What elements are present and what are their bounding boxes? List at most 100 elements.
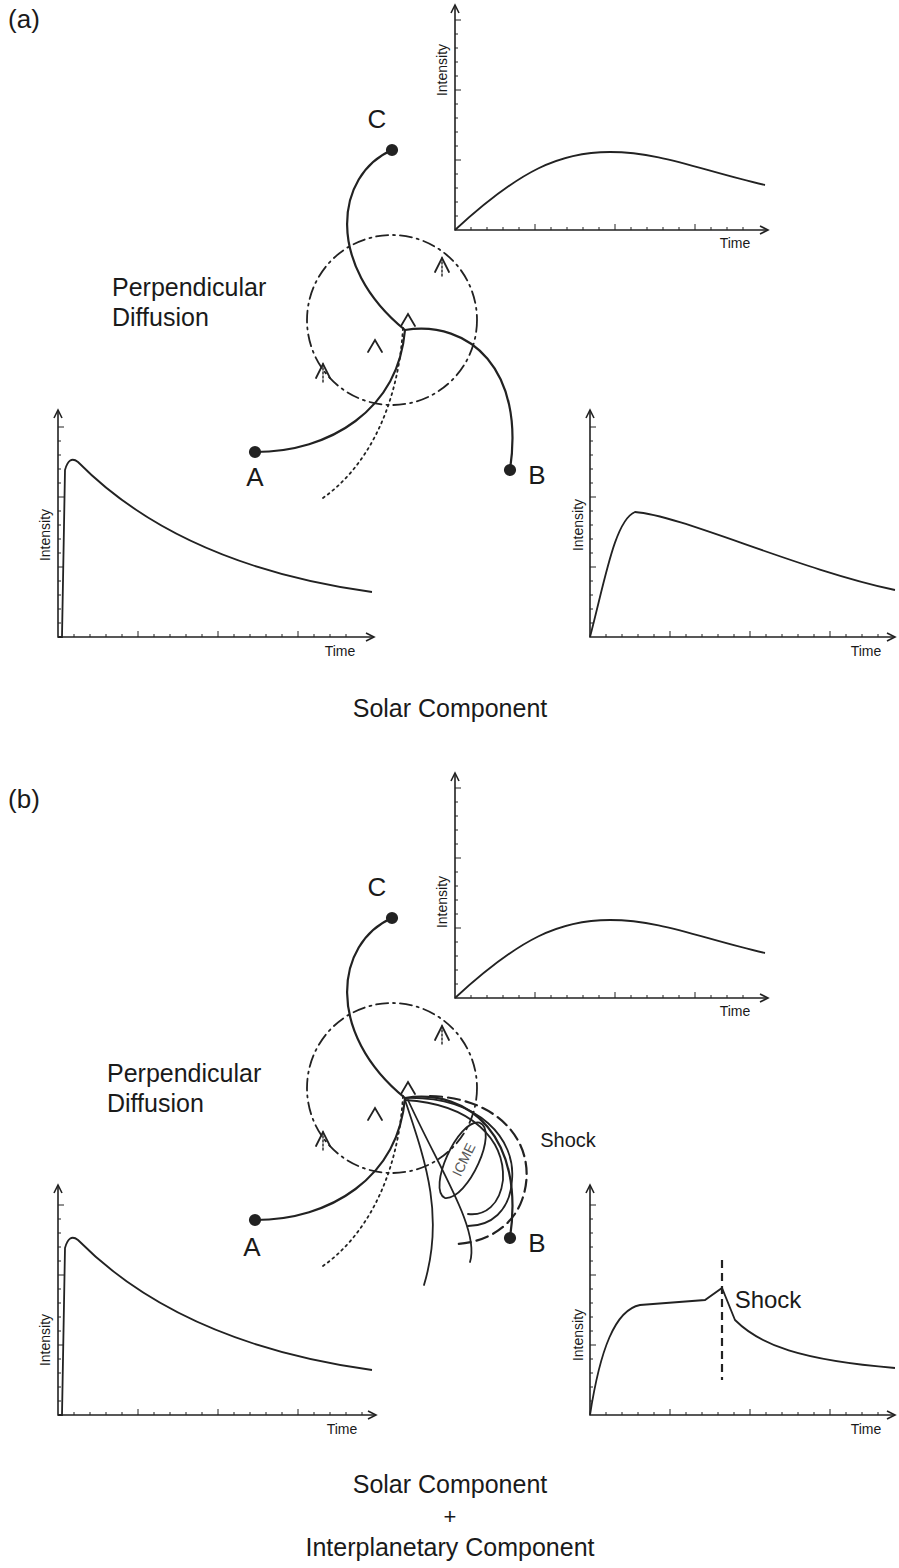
axis-tick	[686, 634, 687, 637]
axis-tick	[58, 1205, 64, 1206]
axis-tick	[106, 634, 107, 637]
axis-arrowhead	[368, 1411, 376, 1419]
axis-tick	[590, 511, 593, 512]
axis-tick	[798, 1412, 799, 1415]
axis-tick	[186, 634, 187, 637]
shock-label: Shock	[735, 1286, 802, 1315]
axis-tick	[58, 1219, 61, 1220]
axis-tick	[58, 623, 61, 624]
axis-tick	[58, 567, 64, 568]
axis-label: Intensity	[434, 876, 451, 928]
axis-tick	[74, 634, 75, 637]
axis-tick	[455, 104, 458, 105]
axis-tick	[878, 1412, 879, 1415]
axis-tick	[455, 202, 458, 203]
axis-tick	[58, 1303, 61, 1304]
axis-tick	[455, 802, 458, 803]
axis-tick	[590, 1345, 596, 1346]
intensity-curve	[58, 1238, 372, 1415]
axis-tick	[202, 634, 203, 637]
axis-arrowhead	[586, 410, 594, 418]
process-label: Perpendicular Diffusion	[112, 272, 312, 332]
axis-tick	[727, 995, 728, 998]
axis-tick	[298, 1409, 299, 1415]
axis-arrowhead	[887, 633, 895, 641]
axis-arrowhead	[451, 5, 459, 13]
axis-label: Time	[720, 235, 751, 252]
axis-tick	[590, 1275, 596, 1276]
axis-arrowhead	[760, 994, 768, 1002]
icme-region: ICME	[423, 1112, 501, 1212]
observer-label: B	[528, 1228, 545, 1259]
axis-tick	[266, 1412, 267, 1415]
chart-axes	[54, 5, 895, 1419]
axis-tick	[638, 634, 639, 637]
axis-tick	[455, 816, 458, 817]
axis-tick	[846, 1412, 847, 1415]
axis-tick	[282, 634, 283, 637]
axis-tick	[455, 132, 458, 133]
axis-tick	[455, 48, 458, 49]
axis-tick	[702, 1412, 703, 1415]
axis-tick	[862, 634, 863, 637]
intensity-curve	[455, 152, 765, 230]
axis-tick	[615, 224, 616, 230]
axis-tick	[455, 886, 458, 887]
axis-tick	[711, 227, 712, 230]
axis-tick	[567, 995, 568, 998]
axis-tick	[58, 1331, 61, 1332]
axis-tick	[631, 227, 632, 230]
plus-sign: +	[444, 1504, 457, 1530]
axis-tick	[615, 992, 616, 998]
axis-label: Intensity	[570, 499, 587, 551]
axis-tick	[663, 227, 664, 230]
intensity-curve	[58, 460, 372, 637]
axis-tick	[58, 1373, 61, 1374]
axis-tick	[590, 1261, 593, 1262]
flux-rope-line	[405, 1098, 512, 1226]
axis-tick	[647, 995, 648, 998]
shock-marker	[721, 1260, 723, 1380]
axis-tick	[455, 216, 458, 217]
axis-tick	[314, 1412, 315, 1415]
axis-tick	[718, 634, 719, 637]
axis-tick	[58, 539, 61, 540]
axis-label: Intensity	[570, 1309, 587, 1361]
axis-tick	[58, 1233, 61, 1234]
axis-tick	[90, 1412, 91, 1415]
axis-tick	[734, 634, 735, 637]
axis-tick	[670, 1409, 671, 1415]
axis-tick	[590, 1401, 593, 1402]
axis-tick	[106, 1412, 107, 1415]
panel-b-illustration	[250, 913, 515, 1268]
axis-tick	[590, 1205, 596, 1206]
axis-tick	[455, 928, 461, 929]
axis-line	[58, 1185, 376, 1415]
axis-tick	[330, 1412, 331, 1415]
axis-line	[455, 5, 768, 230]
axis-tick	[686, 1412, 687, 1415]
axis-tick	[814, 634, 815, 637]
axis-tick	[58, 553, 61, 554]
flux-rope-line	[405, 1100, 503, 1214]
axis-arrowhead	[451, 773, 459, 781]
shock-label: Shock	[540, 1128, 596, 1152]
observer-label: A	[246, 462, 263, 493]
axis-tick	[638, 1412, 639, 1415]
axis-line	[58, 410, 374, 637]
axis-tick	[590, 1219, 593, 1220]
axis-tick	[455, 188, 458, 189]
axis-tick	[154, 1412, 155, 1415]
axis-tick	[58, 595, 61, 596]
axis-tick	[234, 634, 235, 637]
axis-tick	[58, 483, 61, 484]
axis-tick	[622, 1412, 623, 1415]
axis-tick	[590, 1359, 593, 1360]
axis-arrowhead	[54, 1185, 62, 1193]
axis-tick	[58, 1359, 61, 1360]
axis-arrowhead	[586, 1185, 594, 1193]
axis-label: Intensity	[434, 44, 451, 96]
icme-outline-path	[430, 1116, 495, 1204]
